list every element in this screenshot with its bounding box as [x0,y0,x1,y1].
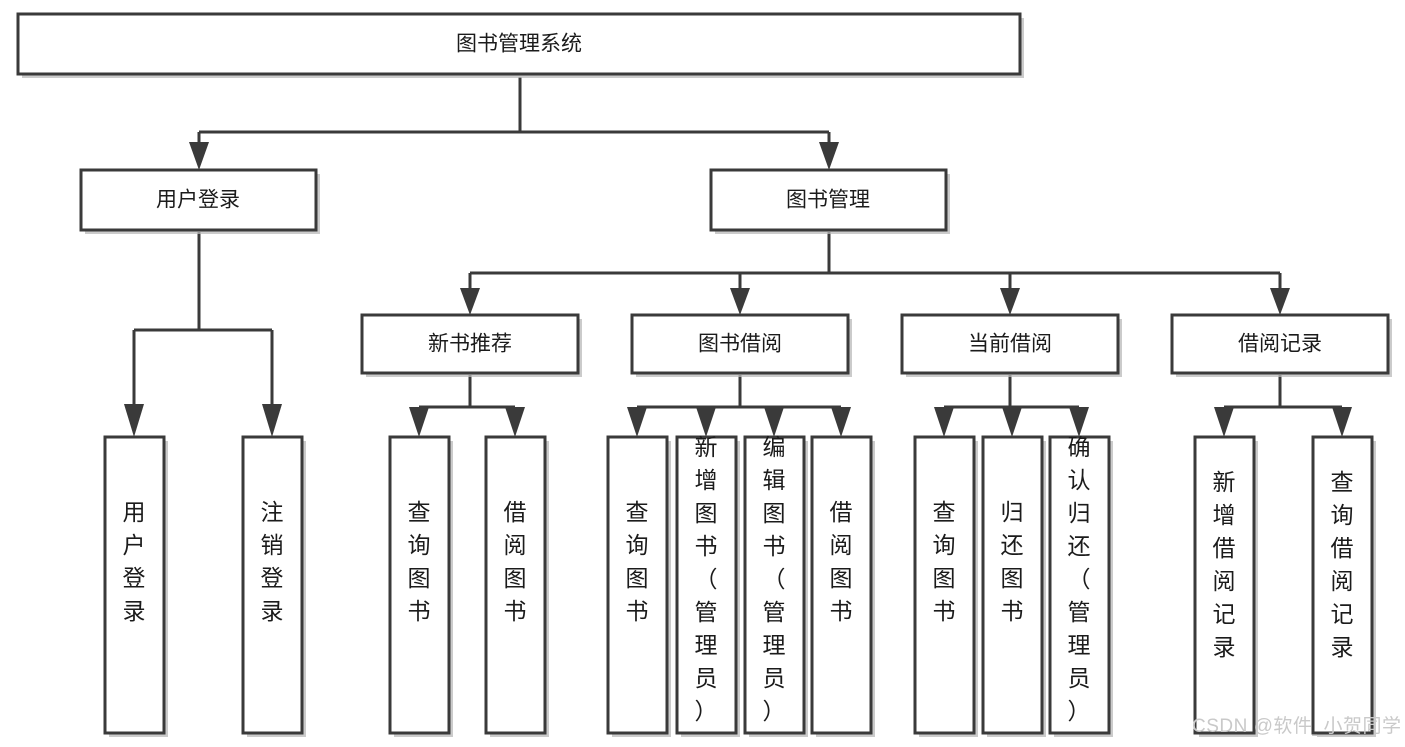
arrow-head-leaf-add-book [696,407,716,437]
node-leaf-edit-book-label: 编辑图书（管理员） [763,434,786,724]
node-leaf-query-book-b-rect [606,435,669,735]
arrow-head-user-login [189,142,209,170]
node-leaf-confirm-return[interactable]: 确认归还（管理员） [1048,434,1113,737]
edge-bookmanage-to-submodules [460,232,1290,315]
node-current-borrow-label: 当前借阅 [968,333,1052,356]
node-new-book-recommend[interactable]: 新书推荐 [360,313,582,377]
node-borrow-record[interactable]: 借阅记录 [1170,313,1392,377]
node-leaf-edit-book-rect [743,435,806,735]
node-leaf-edit-book[interactable]: 编辑图书（管理员） [743,434,808,737]
node-user-login[interactable]: 用户登录 [79,168,320,234]
edge-borrowrecord-to-leaves [1214,375,1352,437]
node-leaf-add-book-rect [675,435,738,735]
arrow-head-new-book-recommend [460,288,480,315]
node-leaf-add-record-label: 新增借阅记录 [1213,469,1236,660]
node-leaf-query-book-a-label: 查询图书 [408,499,431,624]
node-leaf-query-record[interactable]: 查询借阅记录 [1311,435,1376,737]
node-book-manage[interactable]: 图书管理 [709,168,950,234]
arrow-head-leaf-query-book-c [934,407,954,437]
node-leaf-query-record-rect [1311,435,1374,735]
node-new-book-recommend-rect [360,313,580,375]
node-leaf-user-login[interactable]: 用户登录 [103,435,168,737]
node-user-login-label: 用户登录 [156,189,240,212]
arrow-head-leaf-confirm-return [1069,407,1089,437]
arrow-head-leaf-logout [262,404,282,437]
arrow-head-leaf-query-book-b [627,407,647,437]
node-leaf-query-book-b[interactable]: 查询图书 [606,435,671,737]
node-book-manage-label: 图书管理 [786,189,870,212]
arrow-head-current-borrow [1000,288,1020,315]
edge-currentborrow-to-leaves [934,375,1089,437]
node-root[interactable]: 图书管理系统 [16,12,1024,78]
node-user-login-rect [79,168,318,232]
node-leaf-logout-label: 注销登录 [261,499,284,624]
arrow-head-leaf-query-record [1332,407,1352,437]
node-root-label: 图书管理系统 [456,33,582,56]
arrow-head-book-manage [819,142,839,170]
node-current-borrow[interactable]: 当前借阅 [900,313,1122,377]
arrow-head-leaf-query-book-a [409,407,429,437]
arrow-head-leaf-add-record [1214,407,1234,437]
arrow-head-leaf-user-login [124,404,144,437]
node-leaf-logout[interactable]: 注销登录 [241,435,306,737]
arrow-head-borrow-record [1270,288,1290,315]
node-book-borrow[interactable]: 图书借阅 [630,313,852,377]
node-current-borrow-rect [900,313,1120,375]
node-leaf-query-book-c-label: 查询图书 [933,499,956,624]
node-borrow-record-rect [1170,313,1390,375]
node-leaf-borrow-book-b-rect [810,435,873,735]
edge-root-to-level1 [189,77,839,170]
edge-layer [124,77,1352,437]
node-leaf-confirm-return-rect [1048,435,1111,735]
edge-bookborrow-to-leaves [627,375,851,437]
node-leaf-add-book[interactable]: 新增图书（管理员） [675,434,740,737]
edge-newbookrec-to-leaves [409,375,525,437]
node-leaf-add-book-label: 新增图书（管理员） [695,434,718,724]
arrow-head-leaf-borrow-book-a [505,407,525,437]
node-leaf-return-book-label: 归还图书 [1001,499,1024,624]
node-leaf-query-book-b-label: 查询图书 [626,499,649,624]
node-leaf-query-record-label: 查询借阅记录 [1331,469,1354,660]
node-leaf-borrow-book-b-label: 借阅图书 [830,499,853,624]
node-leaf-borrow-book-a-label: 借阅图书 [504,499,527,624]
node-borrow-record-label: 借阅记录 [1238,333,1322,356]
node-leaf-logout-rect [241,435,304,735]
arrow-head-book-borrow [730,288,750,315]
node-leaf-return-book-rect [981,435,1044,735]
node-leaf-query-book-c-rect [913,435,976,735]
node-leaf-user-login-label: 用户登录 [123,499,146,624]
edge-userlogin-to-leaves [124,232,282,437]
node-leaf-borrow-book-a-rect [484,435,547,735]
node-leaf-borrow-book-a[interactable]: 借阅图书 [484,435,549,737]
node-leaf-return-book[interactable]: 归还图书 [981,435,1046,737]
node-book-manage-rect [709,168,948,232]
node-leaf-user-login-rect [103,435,166,735]
arrow-head-leaf-return-book [1002,407,1022,437]
node-new-book-recommend-label: 新书推荐 [428,333,512,356]
node-leaf-query-book-a[interactable]: 查询图书 [388,435,453,737]
node-leaf-add-record[interactable]: 新增借阅记录 [1193,435,1258,737]
node-leaf-add-record-rect [1193,435,1256,735]
node-leaf-confirm-return-label: 确认归还（管理员） [1068,434,1091,724]
node-root-rect [16,12,1022,76]
watermark-label: CSDN @软件_小贺同学 [1192,715,1401,737]
node-leaf-borrow-book-b[interactable]: 借阅图书 [810,435,875,737]
node-book-borrow-label: 图书借阅 [698,333,782,356]
node-book-borrow-rect [630,313,850,375]
node-leaf-query-book-c[interactable]: 查询图书 [913,435,978,737]
node-leaf-query-book-a-rect [388,435,451,735]
arrow-head-leaf-borrow-book-b [831,407,851,437]
arrow-head-leaf-edit-book [764,407,784,437]
